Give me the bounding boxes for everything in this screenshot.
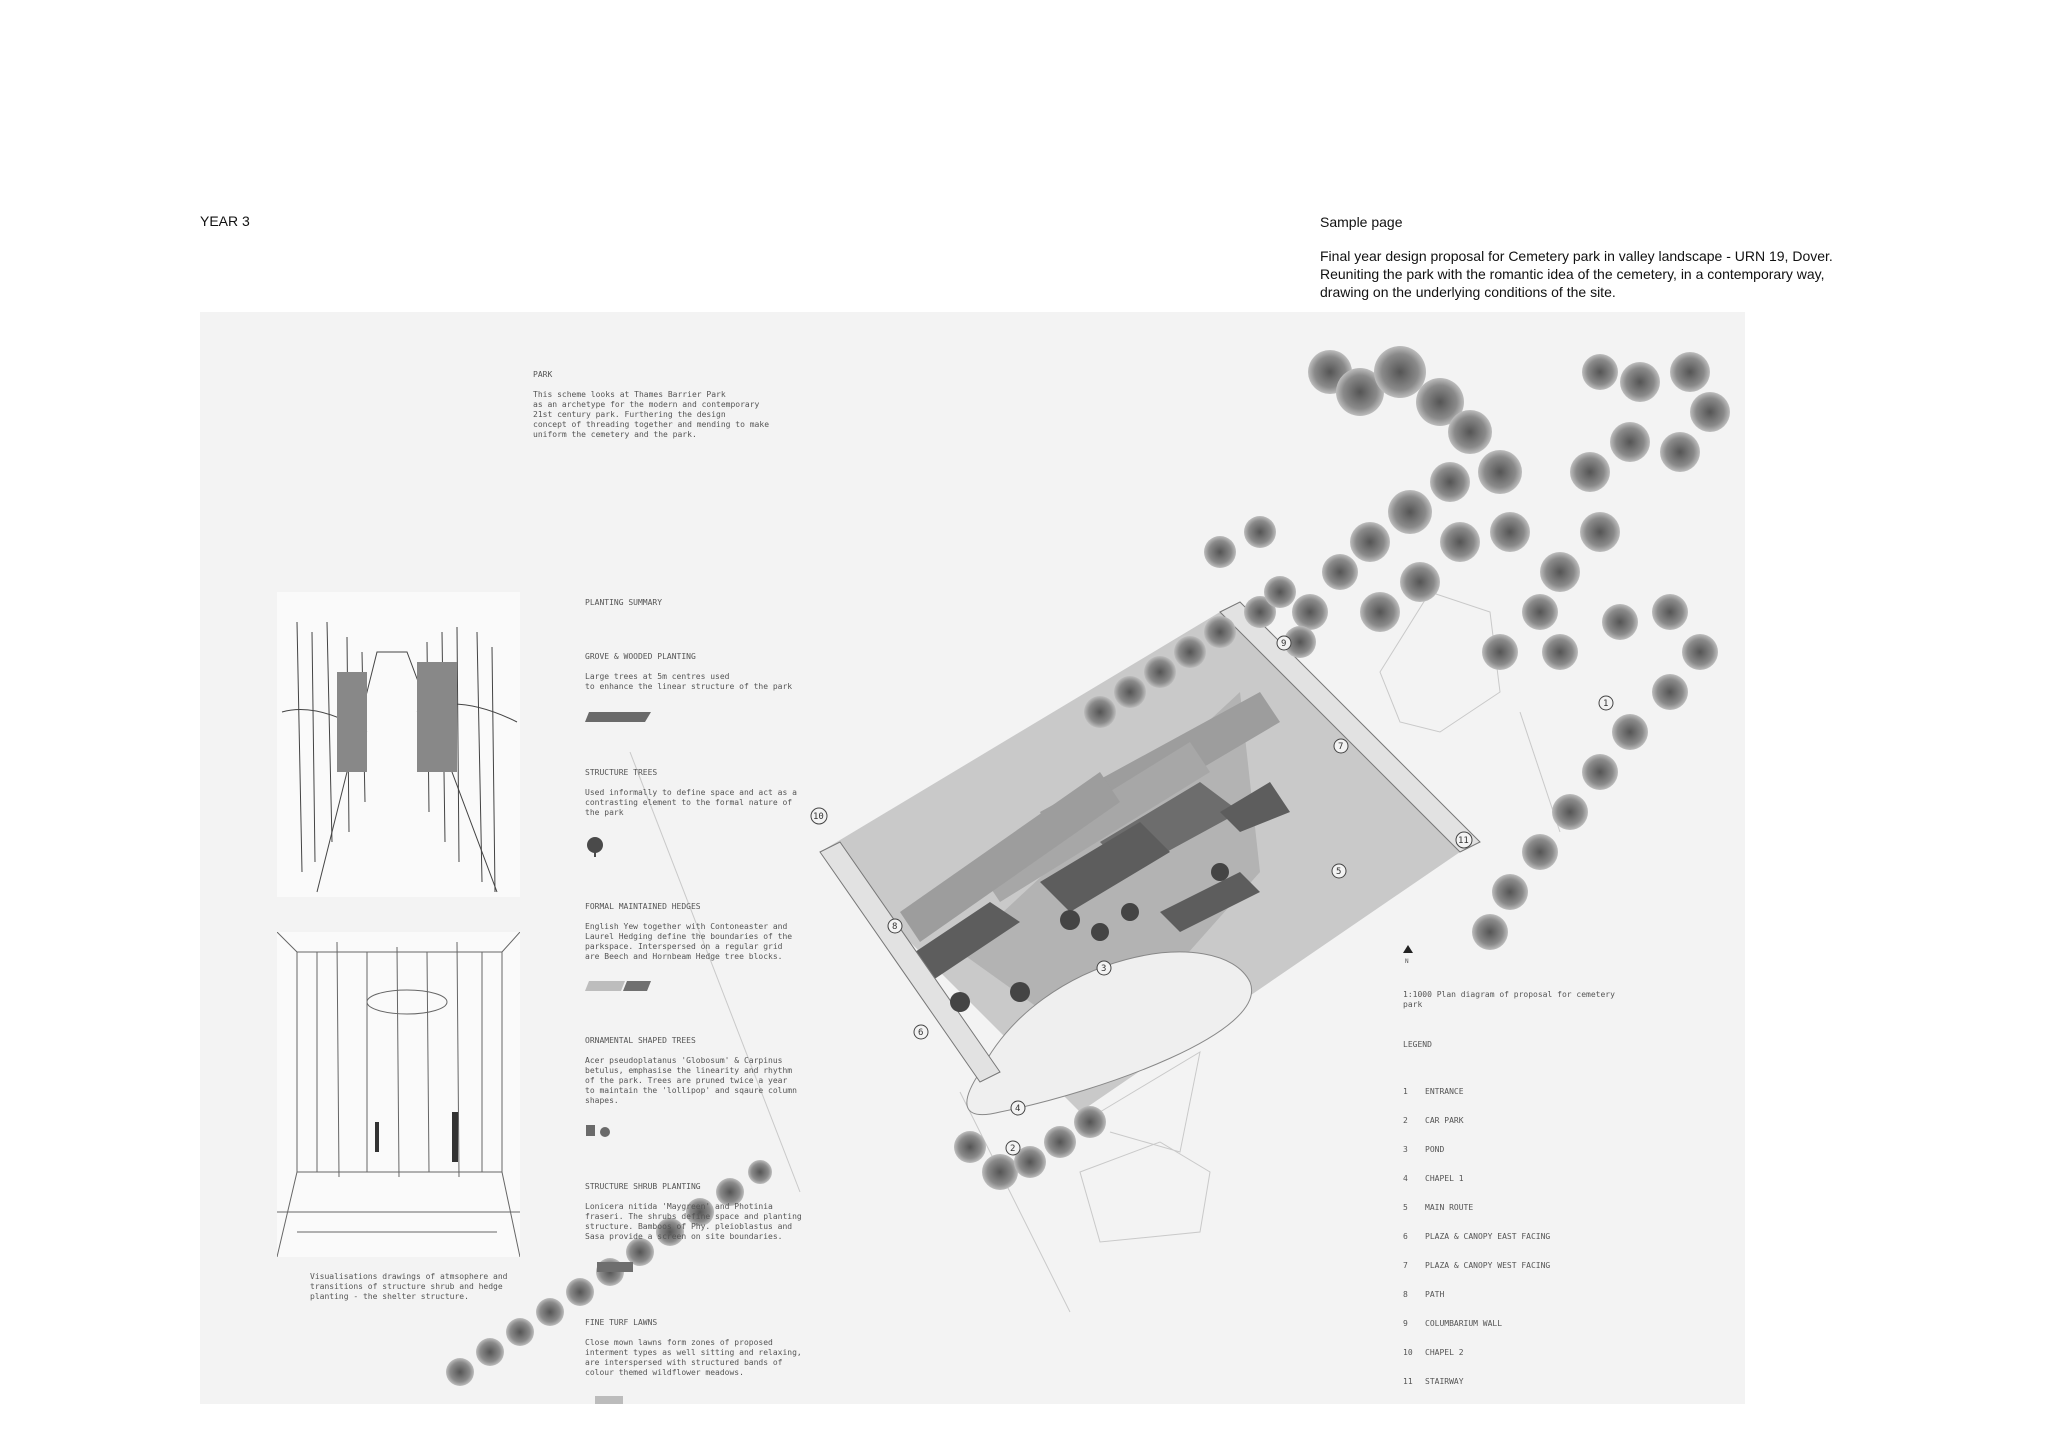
park-intro: PARK This scheme looks at Thames Barrier… bbox=[533, 360, 793, 450]
svg-text:9: 9 bbox=[1281, 639, 1286, 649]
project-description: Final year design proposal for Cemetery … bbox=[1320, 247, 1960, 301]
planting-item-ornamental: ORNAMENTAL SHAPED TREES Acer pseudoplata… bbox=[585, 1026, 815, 1148]
shrub-swatch-icon bbox=[597, 1262, 633, 1272]
marker-7: 7 bbox=[1333, 738, 1349, 754]
marker-11: 11 bbox=[1455, 831, 1473, 849]
svg-text:8: 8 bbox=[892, 922, 897, 932]
planting-item-lawns: FINE TURF LAWNS Close mown lawns form zo… bbox=[585, 1308, 815, 1404]
planting-title: STRUCTURE SHRUB PLANTING bbox=[585, 1182, 701, 1191]
page-title: YEAR 3 bbox=[200, 213, 250, 229]
marker-8: 8 bbox=[887, 918, 903, 934]
site-plan-drawing: 1 2 3 4 5 6 7 8 9 10 11 N bbox=[446, 346, 1730, 1386]
park-text: This scheme looks at Thames Barrier Park… bbox=[533, 390, 770, 439]
park-heading: PARK bbox=[533, 370, 553, 379]
planting-title: STRUCTURE TREES bbox=[585, 768, 658, 777]
plan-markers: 1 2 3 4 5 6 7 8 9 10 11 bbox=[810, 635, 1614, 1156]
planting-item-grove: GROVE & WOODED PLANTING Large trees at 5… bbox=[585, 642, 815, 734]
marker-2: 2 bbox=[1005, 1140, 1021, 1156]
planting-title: ORNAMENTAL SHAPED TREES bbox=[585, 1036, 696, 1045]
sketch-caption: Visualisations drawings of atmsophere an… bbox=[310, 1272, 508, 1301]
planting-item-structure-trees: STRUCTURE TREES Used informally to defin… bbox=[585, 758, 815, 868]
svg-text:2: 2 bbox=[1010, 1144, 1015, 1154]
header-block: Sample page Final year design proposal f… bbox=[1320, 213, 1960, 301]
planting-item-hedges: FORMAL MAINTAINED HEDGES English Yew tog… bbox=[585, 892, 815, 1002]
marker-1: 1 bbox=[1598, 695, 1614, 711]
planting-text: Used informally to define space and act … bbox=[585, 788, 797, 817]
lawn-swatch-icon bbox=[595, 1396, 623, 1404]
marker-9: 9 bbox=[1276, 635, 1292, 651]
svg-text:6: 6 bbox=[918, 1028, 923, 1038]
planting-text: Lonicera nitida 'Maygreen' and Photinia … bbox=[585, 1202, 802, 1241]
planting-title: FORMAL MAINTAINED HEDGES bbox=[585, 902, 701, 911]
shaped-tree-swatch-icon bbox=[586, 1125, 610, 1137]
svg-text:N: N bbox=[1405, 958, 1409, 965]
planting-heading: PLANTING SUMMARY bbox=[585, 598, 663, 607]
description-line: Reuniting the park with the romantic ide… bbox=[1320, 266, 1825, 282]
tree-swatch-icon bbox=[587, 837, 603, 857]
marker-6: 6 bbox=[913, 1024, 929, 1040]
planting-text: Acer pseudoplatanus 'Globosum' & Carpinu… bbox=[585, 1056, 797, 1105]
planting-item-shrub: STRUCTURE SHRUB PLANTING Lonicera nitida… bbox=[585, 1172, 815, 1284]
sample-label: Sample page bbox=[1320, 214, 1403, 230]
tree-canopies bbox=[446, 346, 1730, 1386]
description-line: drawing on the underlying conditions of … bbox=[1320, 284, 1616, 300]
hedge-swatch-icon bbox=[585, 981, 651, 991]
svg-text:5: 5 bbox=[1336, 867, 1341, 877]
wooded-path-sketch bbox=[277, 592, 520, 897]
grove-swatch-icon bbox=[585, 712, 651, 722]
description-line: Final year design proposal for Cemetery … bbox=[1320, 248, 1833, 264]
planting-title: GROVE & WOODED PLANTING bbox=[585, 652, 696, 661]
planting-text: English Yew together with Contoneaster a… bbox=[585, 922, 793, 961]
svg-text:3: 3 bbox=[1101, 964, 1106, 974]
planting-title: FINE TURF LAWNS bbox=[585, 1318, 658, 1327]
svg-text:11: 11 bbox=[1458, 836, 1469, 846]
shelter-structure-sketch bbox=[277, 932, 520, 1257]
park-parcel bbox=[819, 601, 1481, 1116]
svg-text:1: 1 bbox=[1603, 699, 1608, 709]
legend-heading: LEGEND bbox=[1403, 1040, 1432, 1049]
north-arrow-icon: N bbox=[1403, 945, 1413, 965]
plan-legend: 1:1000 Plan diagram of proposal for ceme… bbox=[1403, 980, 1663, 1404]
svg-text:7: 7 bbox=[1338, 742, 1343, 752]
marker-10: 10 bbox=[810, 807, 828, 825]
plan-caption: 1:1000 Plan diagram of proposal for ceme… bbox=[1403, 990, 1615, 1009]
planting-text: Close mown lawns form zones of proposed … bbox=[585, 1338, 802, 1377]
presentation-board: 1 2 3 4 5 6 7 8 9 10 11 N PARK This sche… bbox=[200, 312, 1745, 1404]
svg-text:10: 10 bbox=[813, 812, 824, 822]
svg-text:4: 4 bbox=[1015, 1104, 1020, 1114]
marker-3: 3 bbox=[1096, 960, 1112, 976]
planting-text: Large trees at 5m centres used to enhanc… bbox=[585, 672, 793, 691]
marker-4: 4 bbox=[1010, 1100, 1026, 1116]
marker-5: 5 bbox=[1331, 863, 1347, 879]
planting-summary: PLANTING SUMMARY GROVE & WOODED PLANTING… bbox=[585, 588, 815, 1404]
